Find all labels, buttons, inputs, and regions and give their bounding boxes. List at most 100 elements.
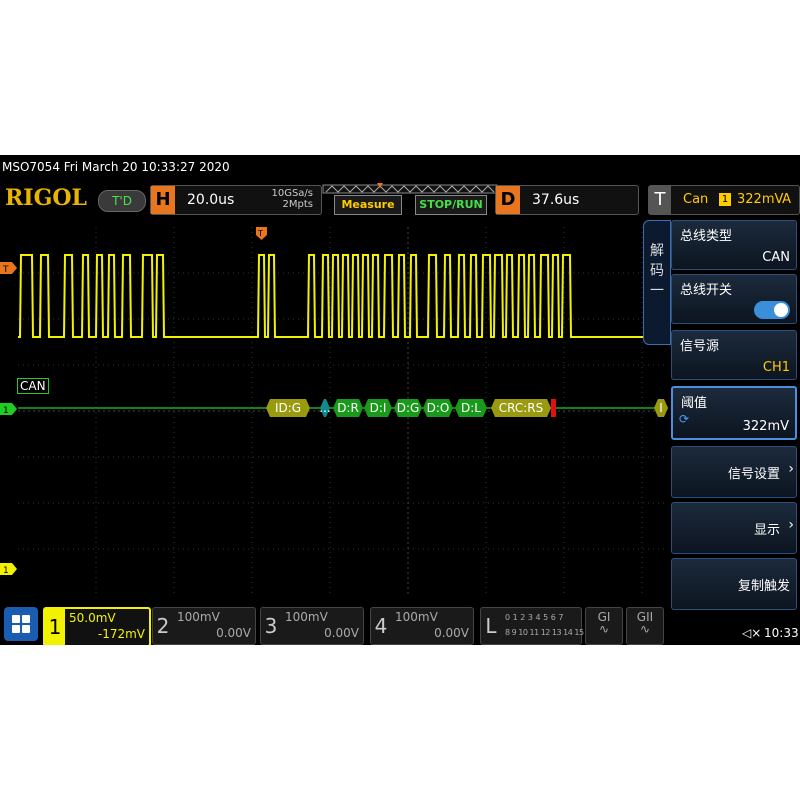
decode-frame-box [654, 399, 668, 417]
menu-signal-settings[interactable]: 信号设置 › [671, 446, 797, 498]
generator2-button[interactable]: GII ∿ [626, 607, 664, 645]
horizontal-label: H [151, 186, 175, 214]
trigger-level: 322mV [737, 192, 784, 207]
decode-frame-box [333, 399, 363, 417]
menu-label: 总线类型 [680, 229, 733, 244]
chevron-right-icon: › [788, 461, 794, 477]
svg-text:1: 1 [3, 406, 9, 415]
menu-signal-source[interactable]: 信号源 CH1 [671, 330, 797, 380]
decode-frame-label: ... [319, 401, 330, 415]
ch1-number: 1 [45, 609, 65, 645]
bus-position-marker[interactable]: 1 [0, 403, 18, 415]
chevron-right-icon: › [788, 517, 794, 533]
ch2-offset: 0.00V [216, 626, 251, 640]
logic-analyzer-panel[interactable]: L 0 1 2 3 4 5 6 7 8 9 10 11 12 13 14 15 [480, 607, 584, 645]
ch1-waveform [18, 254, 668, 338]
ch1-offset-marker[interactable]: 1 [0, 563, 18, 575]
ch3-number: 3 [264, 614, 278, 638]
delay-label: D [496, 186, 520, 214]
bus-switch-toggle[interactable] [754, 301, 790, 319]
menu-display[interactable]: 显示 › [671, 502, 797, 554]
trigger-source-badge: 1 [719, 193, 731, 206]
generator1-button[interactable]: GI ∿ [585, 607, 623, 645]
decode-frame-box [394, 399, 422, 417]
menu-value: CAN [762, 250, 790, 265]
toggle-knob [774, 303, 788, 317]
trigger-panel[interactable]: T Can 1 322mV A [648, 185, 800, 215]
ch4-number: 4 [374, 614, 388, 638]
ch1-scale: 50.0mV [69, 611, 116, 625]
ch3-offset: 0.00V [324, 626, 359, 640]
menu-label: 总线开关 [680, 283, 733, 298]
speaker-icon[interactable]: ◁× [742, 626, 762, 640]
memory-position-bar [322, 183, 498, 194]
g1-label: GI [597, 610, 611, 624]
ch3-panel[interactable]: 3 100mV 0.00V [260, 607, 364, 645]
measure-button[interactable]: Measure [334, 195, 402, 215]
side-menu: 解码一 总线类型 CAN 总线开关 信号源 CH1 阈值 ⟳ 322mV 信号设… [643, 220, 800, 645]
ch3-scale: 100mV [285, 610, 328, 624]
menu-bus-type[interactable]: 总线类型 CAN [671, 220, 797, 270]
menu-tab-decode[interactable]: 解码一 [643, 220, 671, 345]
decode-frame-label: D:L [461, 401, 481, 415]
decode-frame-box [423, 399, 453, 417]
menu-bus-switch[interactable]: 总线开关 [671, 274, 797, 324]
menu-label: 复制触发 [737, 579, 790, 594]
menu-tab-label: 解码一 [650, 243, 664, 299]
svg-text:T: T [257, 229, 263, 238]
delay-value: 37.6us [532, 192, 580, 208]
decode-frame-box [491, 399, 551, 417]
ch4-panel[interactable]: 4 100mV 0.00V [370, 607, 474, 645]
menu-label: 信号设置 [727, 467, 780, 482]
error-marker [551, 399, 556, 417]
decode-frame-label: D:R [337, 401, 359, 415]
decode-frame-label: I [659, 401, 663, 415]
sample-info: 10GSa/s 2Mpts [271, 188, 313, 210]
ch2-number: 2 [156, 614, 170, 638]
menu-label: 阈值 [681, 396, 708, 411]
sine-wave-icon: ∿ [598, 622, 610, 636]
menu-threshold[interactable]: 阈值 ⟳ 322mV [671, 386, 797, 440]
ch1-panel[interactable]: 1 50.0mV -172mV [43, 607, 151, 645]
ch2-panel[interactable]: 2 100mV 0.00V [152, 607, 256, 645]
stop-run-button[interactable]: STOP/RUN [415, 195, 487, 215]
delay-panel[interactable]: D 37.6us [495, 185, 639, 215]
decode-frame-label: D:G [397, 401, 420, 415]
menu-label: 信号源 [680, 339, 720, 354]
menu-copy-trigger[interactable]: 复制触发 [671, 558, 797, 610]
la-channels-row1: 0 1 2 3 4 5 6 7 [505, 613, 564, 622]
ch2-scale: 100mV [177, 610, 220, 624]
window-title: MSO7054 Fri March 20 10:33:27 2020 [2, 160, 230, 174]
home-menu-button[interactable] [4, 607, 38, 641]
oscilloscope-screen: MSO7054 Fri March 20 10:33:27 2020 RIGOL… [0, 155, 800, 645]
decode-frame-box [364, 399, 392, 417]
trigger-status-badge[interactable]: T'D [98, 190, 146, 212]
ch4-offset: 0.00V [434, 626, 469, 640]
ch1-offset: -172mV [97, 627, 145, 641]
grid-menu-icon [12, 615, 30, 633]
bus-label: CAN [17, 378, 49, 394]
trigger-type: Can [683, 192, 709, 207]
ch1-trigger-level-marker[interactable]: T [0, 262, 18, 274]
decode-frame-label: D:I [370, 401, 387, 415]
decode-frame-label: ID:G [275, 401, 301, 415]
bottom-bar: 1 50.0mV -172mV 2 100mV 0.00V 3 100mV 0.… [0, 605, 800, 645]
decode-frame-box [320, 399, 330, 417]
trigger-position-marker: T [256, 227, 267, 240]
menu-value: 322mV [742, 419, 789, 434]
decode-frame-label: CRC:RS [499, 401, 544, 415]
horizontal-panel[interactable]: H 20.0us 10GSa/s 2Mpts [150, 185, 322, 215]
menu-label: 显示 [753, 523, 780, 538]
decode-frame-box [455, 399, 487, 417]
rigol-logo: RIGOL [5, 185, 87, 211]
trigger-mode: A [782, 192, 791, 207]
memory-depth: 2Mpts [282, 199, 313, 210]
knob-icon: ⟳ [679, 412, 690, 426]
clock-time: 10:33 [764, 626, 799, 640]
sample-rate: 10GSa/s [271, 188, 313, 199]
timebase-value: 20.0us [187, 192, 235, 208]
ch4-scale: 100mV [395, 610, 438, 624]
decode-frame-box [266, 399, 310, 417]
